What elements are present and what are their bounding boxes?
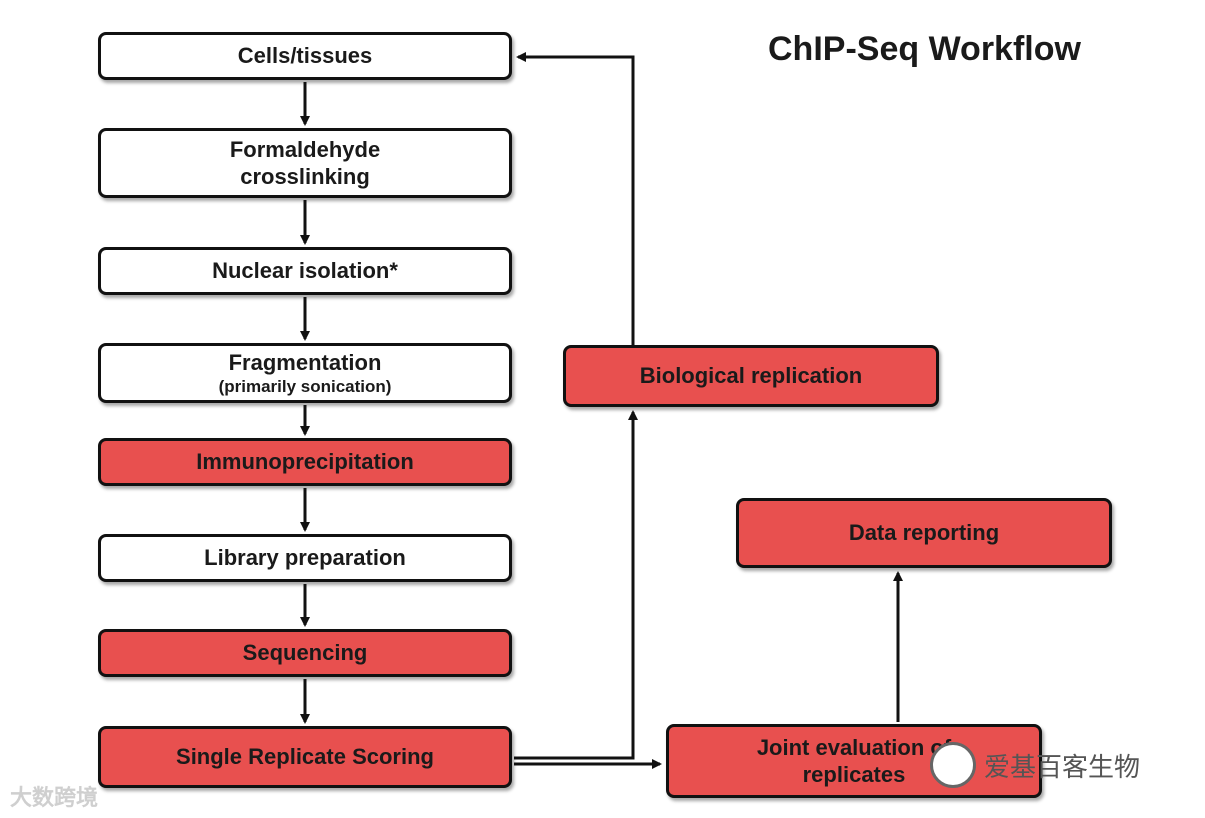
step-label-line2: crosslinking: [240, 164, 370, 189]
diagram-title: ChIP-Seq Workflow: [768, 30, 1081, 68]
step-label: Joint evaluation of: [756, 734, 952, 760]
step-sequencing: Sequencing: [98, 629, 512, 677]
step-label: Biological replication: [639, 363, 863, 389]
step-data-reporting: Data reporting: [736, 498, 1112, 568]
step-single-replicate-scoring: Single Replicate Scoring: [98, 726, 512, 788]
step-label-line2: replicates: [802, 762, 906, 787]
step-biological-replication: Biological replication: [563, 345, 939, 407]
step-immunoprecipitation: Immunoprecipitation: [98, 438, 512, 486]
step-joint-evaluation: Joint evaluation of replicates: [666, 724, 1042, 798]
step-label: Cells/tissues: [237, 43, 373, 69]
arrow-scoring-to-biological: [514, 410, 638, 760]
step-sublabel: (primarily sonication): [218, 377, 392, 397]
step-label: Data reporting: [848, 520, 1000, 546]
step-label: Sequencing: [242, 640, 368, 666]
arrow-biological-to-cells: [516, 52, 635, 345]
step-library-preparation: Library preparation: [98, 534, 512, 582]
step-formaldehyde-crosslinking: Formaldehyde crosslinking: [98, 128, 512, 198]
watermark-right: 爱基百客生物: [930, 742, 1140, 788]
watermark-left: 大数跨境: [10, 785, 99, 810]
step-cells-tissues: Cells/tissues: [98, 32, 512, 80]
step-nuclear-isolation: Nuclear isolation*: [98, 247, 512, 295]
step-label: Fragmentation: [228, 349, 382, 375]
step-fragmentation: Fragmentation (primarily sonication): [98, 343, 512, 403]
step-label: Single Replicate Scoring: [176, 744, 434, 770]
step-label: Nuclear isolation*: [212, 258, 398, 284]
wechat-logo-icon: [930, 742, 976, 788]
step-label: Immunoprecipitation: [196, 449, 414, 475]
step-label: Formaldehyde: [229, 136, 381, 162]
step-label: Library preparation: [204, 545, 406, 571]
watermark-right-text: 爱基百客生物: [984, 751, 1141, 782]
